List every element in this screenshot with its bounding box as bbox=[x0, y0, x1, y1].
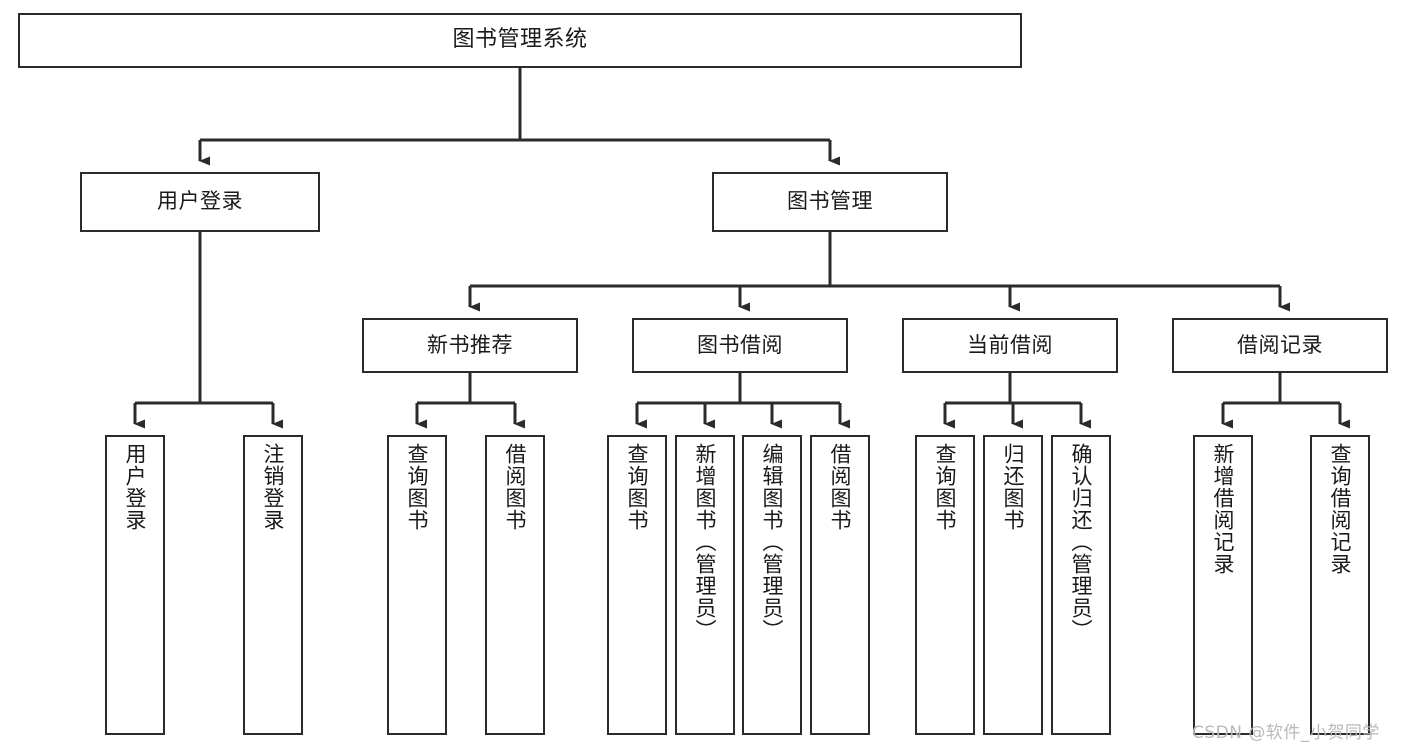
node-label: 图书管理系统 bbox=[452, 27, 588, 53]
leaf-confirm-return-admin[interactable]: 确认归还（管理员） bbox=[1051, 435, 1111, 735]
node-label: 归还图书 bbox=[1001, 443, 1026, 531]
leaf-edit-book-admin[interactable]: 编辑图书（管理员） bbox=[742, 435, 802, 735]
leaf-borrow-book-recommend[interactable]: 借阅图书 bbox=[485, 435, 545, 735]
node-label: 借阅图书 bbox=[828, 443, 853, 531]
node-label: 新书推荐 bbox=[427, 332, 513, 357]
node-label: 借阅图书 bbox=[503, 443, 528, 531]
node-label: 图书借阅 bbox=[697, 332, 783, 357]
node-label: 图书管理 bbox=[787, 189, 873, 214]
leaf-add-book-admin[interactable]: 新增图书（管理员） bbox=[675, 435, 735, 735]
node-label: 新增图书（管理员） bbox=[693, 443, 718, 641]
node-label: 查询借阅记录 bbox=[1328, 443, 1353, 575]
node-book-borrow[interactable]: 图书借阅 bbox=[632, 318, 848, 373]
leaf-borrow-book[interactable]: 借阅图书 bbox=[810, 435, 870, 735]
leaf-user-login[interactable]: 用户登录 bbox=[105, 435, 165, 735]
leaf-logout[interactable]: 注销登录 bbox=[243, 435, 303, 735]
node-label: 用户登录 bbox=[123, 443, 148, 531]
node-root-system[interactable]: 图书管理系统 bbox=[18, 13, 1022, 68]
node-current-borrow[interactable]: 当前借阅 bbox=[902, 318, 1118, 373]
leaf-query-book-recommend[interactable]: 查询图书 bbox=[387, 435, 447, 735]
node-label: 编辑图书（管理员） bbox=[760, 443, 785, 641]
node-user-login[interactable]: 用户登录 bbox=[80, 172, 320, 232]
leaf-query-borrow-record[interactable]: 查询借阅记录 bbox=[1310, 435, 1370, 735]
leaf-return-book[interactable]: 归还图书 bbox=[983, 435, 1043, 735]
node-label: 用户登录 bbox=[157, 189, 243, 214]
node-borrow-record[interactable]: 借阅记录 bbox=[1172, 318, 1388, 373]
node-label: 当前借阅 bbox=[967, 332, 1053, 357]
leaf-query-book-borrow[interactable]: 查询图书 bbox=[607, 435, 667, 735]
node-label: 查询图书 bbox=[625, 443, 650, 531]
leaf-query-book-current[interactable]: 查询图书 bbox=[915, 435, 975, 735]
node-label: 查询图书 bbox=[933, 443, 958, 531]
node-label: 确认归还（管理员） bbox=[1069, 443, 1094, 641]
node-label: 注销登录 bbox=[261, 443, 286, 531]
leaf-add-borrow-record[interactable]: 新增借阅记录 bbox=[1193, 435, 1253, 735]
node-new-book-recommend[interactable]: 新书推荐 bbox=[362, 318, 578, 373]
watermark: CSDN @软件_小贺同学 bbox=[1192, 723, 1380, 743]
node-label: 借阅记录 bbox=[1237, 332, 1323, 357]
node-label: 查询图书 bbox=[405, 443, 430, 531]
node-label: 新增借阅记录 bbox=[1211, 443, 1236, 575]
node-book-manage[interactable]: 图书管理 bbox=[712, 172, 948, 232]
